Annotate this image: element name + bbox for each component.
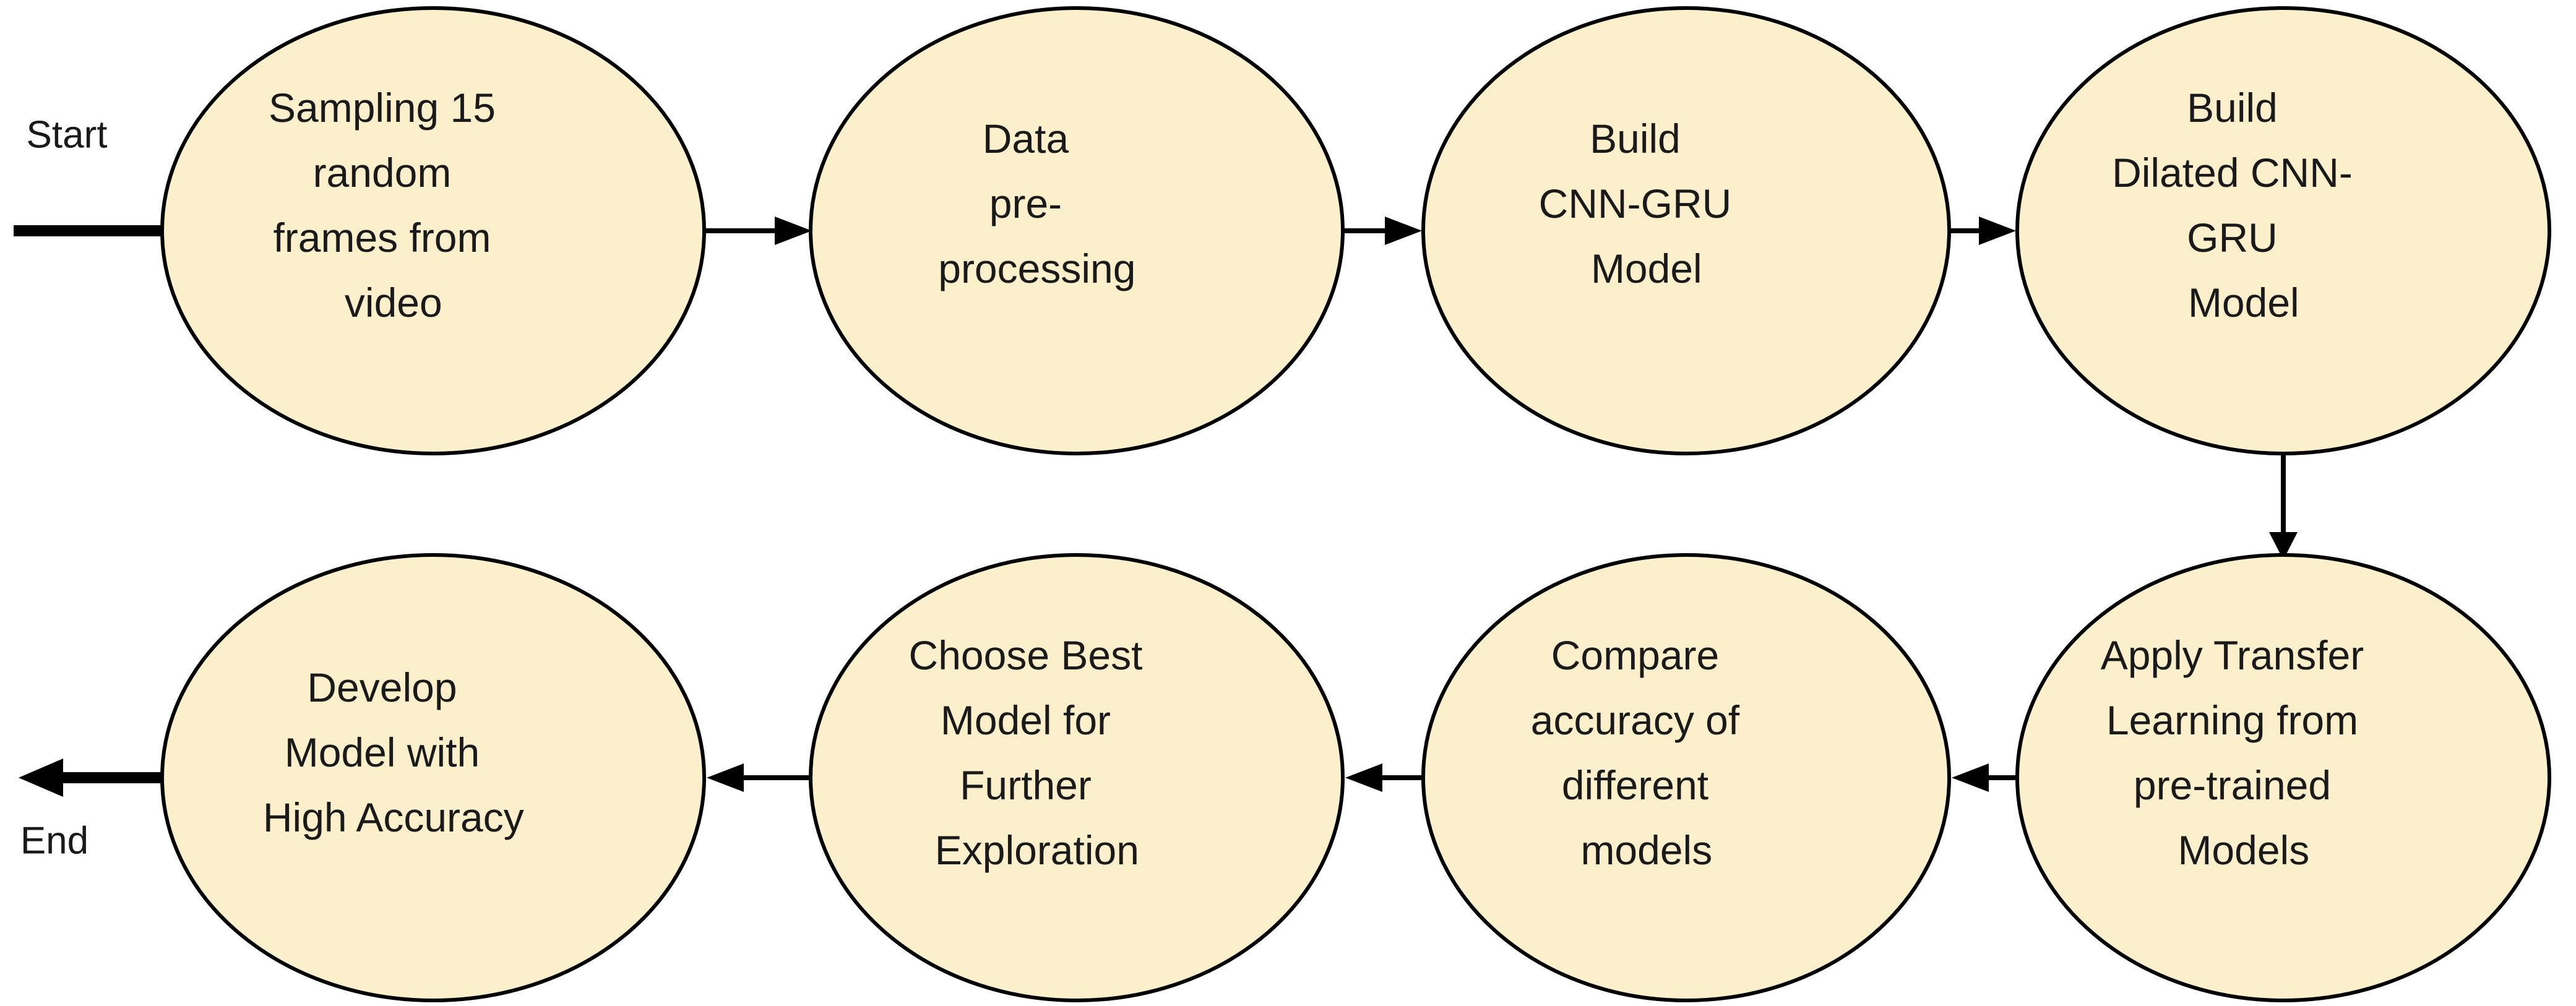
node-label-line: Model: [1591, 246, 1702, 291]
node-ellipse-choose-best-model[interactable]: [809, 553, 1345, 1002]
edge-choose-best-to-develop: [707, 763, 811, 792]
node-label-line: random: [313, 150, 452, 196]
node-label-line: Choose Best: [909, 632, 1143, 678]
arrowhead-icon: [707, 763, 744, 792]
svg-text:Build Dilated CNN-: Build Dilated CNN- GRU Model: [0, 0, 2455, 325]
edge-build-cnn-gru-to-build-dilated: [1950, 217, 2016, 245]
edge-preprocessing-to-build-cnn-gru: [1344, 217, 1422, 245]
arrowhead-icon: [1345, 763, 1382, 792]
node-label-line: video: [345, 280, 442, 325]
node-label-line: Model: [2188, 280, 2299, 325]
node-ellipse-develop-model[interactable]: [160, 553, 706, 1002]
node-label-line: Learning from: [2106, 697, 2358, 743]
edge-compare-to-choose-best: [1345, 763, 1423, 792]
edge-apply-transfer-to-compare: [1952, 763, 2017, 792]
node-ellipse-build-dilated-cnn-gru[interactable]: [2015, 6, 2551, 455]
node-sampling[interactable]: Sampling 15 random frames from video: [160, 0, 706, 455]
node-compare-accuracy[interactable]: Compare accuracy of different models: [0, 0, 1951, 1002]
node-label-line: Data: [983, 116, 1069, 161]
node-label-line: models: [1580, 827, 1712, 873]
node-ellipse-preprocessing[interactable]: [809, 6, 1345, 455]
node-develop-model[interactable]: Develop Model with High Accuracy: [0, 0, 706, 1002]
node-label-line: Compare: [1551, 632, 1719, 678]
node-label-line: GRU: [2187, 215, 2278, 260]
svg-text:Sampling 15 random: Sampling 15 random frames from video: [269, 0, 598, 325]
node-label-line: different: [1562, 762, 1708, 808]
node-ellipse-build-cnn-gru[interactable]: [1421, 6, 1951, 455]
edge-develop-to-end: [19, 759, 179, 797]
node-label-line: Model for: [941, 697, 1111, 743]
node-label-line: Further: [960, 762, 1092, 808]
node-ellipse-sampling[interactable]: [160, 6, 706, 455]
arrowhead-icon: [1979, 217, 2016, 245]
node-label-line: Apply Transfer: [2101, 632, 2364, 678]
node-label-line: CNN-GRU: [1539, 181, 1732, 226]
node-label-line: processing: [938, 246, 1135, 291]
svg-text:Choose Best Model for: Choose Best Model for Further Exploratio…: [0, 0, 1244, 873]
end-label: End: [20, 819, 88, 862]
start-label: Start: [27, 113, 108, 156]
node-label-line: Sampling 15: [269, 85, 496, 131]
arrowhead-icon: [775, 217, 812, 245]
arrowhead-icon: [19, 759, 63, 797]
svg-text:Develop Model with: Develop Model with High Accuracy: [0, 0, 603, 840]
node-label-line: Build: [1590, 116, 1681, 161]
node-ellipse-compare-accuracy[interactable]: [1421, 553, 1951, 1002]
node-label-line: Develop: [307, 664, 457, 710]
node-label-line: High Accuracy: [263, 794, 524, 840]
edge-sampling-to-preprocessing: [705, 217, 812, 245]
node-label-line: accuracy of: [1531, 697, 1740, 743]
node-label-line: Models: [2178, 827, 2309, 873]
node-label-line: Exploration: [935, 827, 1139, 873]
edge-build-dilated-to-apply-transfer: [2269, 454, 2298, 560]
svg-text:Build CNN-GRU: Build CNN-GRU Model: [0, 0, 1833, 291]
svg-text:Data pre- proc: Data pre- processing: [0, 0, 1215, 291]
node-label-line: frames from: [273, 215, 491, 260]
arrowhead-icon: [2269, 532, 2298, 560]
node-label-line: Dilated CNN-: [2112, 150, 2353, 196]
node-label-line: Model with: [285, 729, 480, 775]
node-label-line: Build: [2187, 85, 2278, 131]
node-label-line: pre-trained: [2134, 762, 2331, 808]
node-build-cnn-gru[interactable]: Build CNN-GRU Model: [0, 0, 1951, 455]
svg-text:Apply Transfer Learnin: Apply Transfer Learning from pre-trained…: [2101, 632, 2364, 873]
node-choose-best-model[interactable]: Choose Best Model for Further Exploratio…: [0, 0, 1345, 1002]
arrowhead-icon: [1385, 217, 1422, 245]
arrowhead-icon: [1952, 763, 1989, 792]
node-build-dilated-cnn-gru[interactable]: Build Dilated CNN- GRU Model: [0, 0, 2551, 455]
node-label-line: pre-: [989, 181, 1062, 226]
svg-text:Compare accuracy of: Compare accuracy of different models: [1531, 632, 1740, 873]
node-preprocessing[interactable]: Data pre- processing: [0, 0, 1345, 455]
node-ellipse-apply-transfer-learning[interactable]: [2015, 553, 2551, 1002]
